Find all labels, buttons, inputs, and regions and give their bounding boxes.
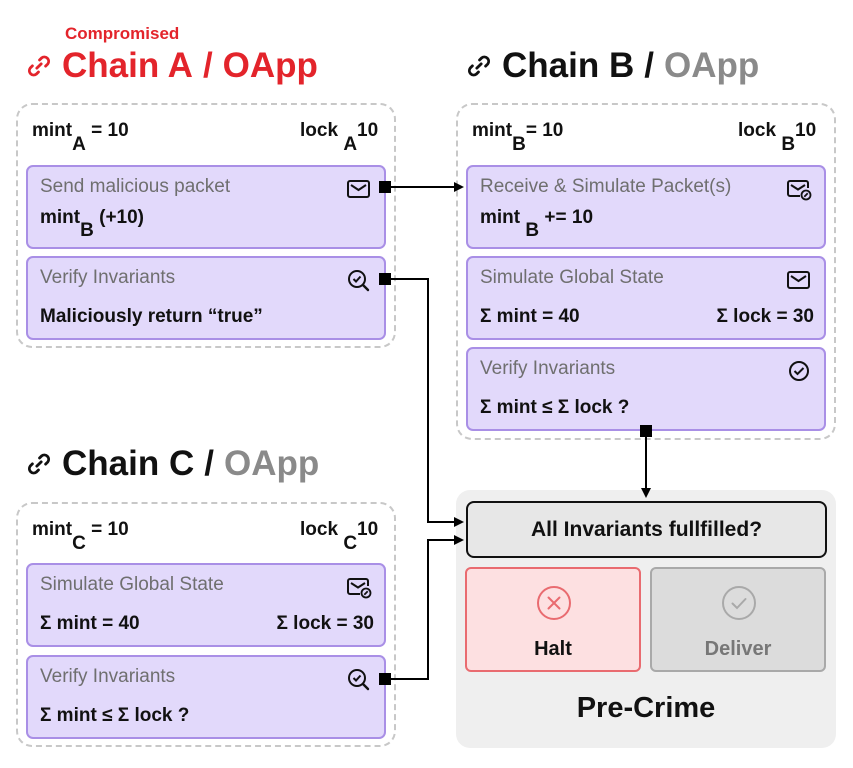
link-icon — [27, 453, 51, 475]
precrime-title: Pre-Crime — [576, 692, 716, 724]
card-title: Verify Invariants — [40, 267, 176, 288]
chain-b-mint: mintB= 10 — [472, 120, 564, 155]
chain-b-title: Chain B / OApp — [466, 46, 759, 86]
card-title: Receive & Simulate Packet(s) — [480, 176, 732, 197]
verify-invariants-card-c: Verify Invariants Σ mint ≤ Σ lock ? — [26, 655, 386, 739]
chain-a-name: Chain A — [62, 46, 193, 85]
chain-a-title: Chain A / OApp — [26, 46, 318, 86]
chain-c-box — [16, 502, 396, 747]
chain-c-mint: mintC = 10 — [32, 519, 129, 554]
card-body: Σ mint ≤ Σ lock ? — [40, 705, 190, 726]
chain-c-name: Chain C — [62, 444, 195, 483]
send-packet-card: Send malicious packet mintB (+10) — [26, 165, 386, 249]
card-body: Σ mint ≤ Σ lock ? — [480, 397, 630, 418]
deliver-label: Deliver — [704, 638, 772, 660]
deliver-button[interactable]: Deliver — [650, 567, 826, 672]
invariants-question-box: All Invariants fullfilled? — [466, 501, 827, 558]
mail-icon — [787, 271, 810, 289]
chain-b-oapp: OApp — [663, 46, 760, 85]
card-title: Verify Invariants — [40, 666, 176, 687]
mail-link-icon — [347, 578, 372, 599]
chain-a-sep: / — [202, 46, 213, 85]
mail-icon — [347, 180, 370, 198]
mail-link-icon — [787, 180, 812, 201]
chain-c-title: Chain C / OApp — [26, 444, 319, 484]
arrow-verify-c-to-question — [390, 535, 464, 680]
arrow-verify-a-to-question — [390, 278, 464, 527]
simulate-global-card-b: Simulate Global State Σ mint = 40 Σ lock… — [466, 256, 826, 340]
check-circle-icon — [789, 361, 809, 381]
connector-node — [640, 425, 652, 437]
card-body: mint B += 10 — [480, 207, 594, 241]
x-circle-icon — [537, 586, 571, 620]
chain-b-name: Chain B — [502, 46, 635, 85]
search-check-icon — [348, 669, 370, 691]
chain-b-sep: / — [644, 46, 654, 85]
chain-c-oapp: OApp — [223, 444, 320, 483]
search-check-icon — [348, 270, 370, 292]
connector-node — [379, 673, 391, 685]
halt-button[interactable]: Halt — [465, 567, 641, 672]
card-body: mintB (+10) — [40, 207, 145, 241]
chain-a-mint: mintA = 10 — [32, 120, 129, 155]
card-title: Simulate Global State — [40, 574, 224, 595]
halt-label: Halt — [534, 638, 572, 660]
chain-c-lock: lock C10 — [300, 519, 379, 554]
receive-simulate-card: Receive & Simulate Packet(s) mint B += 1… — [466, 165, 826, 249]
chain-a-oapp: OApp — [222, 46, 318, 85]
card-title: Verify Invariants — [480, 358, 616, 379]
card-title: Simulate Global State — [480, 267, 664, 288]
mint-sum: Σ mint = 40 — [40, 613, 140, 634]
link-icon — [27, 55, 51, 77]
verify-invariants-card-a: Verify Invariants Maliciously return “tr… — [26, 256, 386, 340]
check-circle-icon — [722, 586, 756, 620]
chain-a-lock: lock A10 — [300, 120, 379, 155]
chain-a-box — [16, 103, 396, 348]
lock-sum: Σ lock = 30 — [276, 613, 375, 634]
chain-b-lock: lock B10 — [738, 120, 817, 155]
chain-c-sep: / — [204, 444, 214, 483]
connector-node — [379, 273, 391, 285]
connector-node — [379, 181, 391, 193]
lock-sum: Σ lock = 30 — [716, 306, 815, 327]
card-title: Send malicious packet — [40, 176, 231, 197]
link-icon — [467, 55, 491, 77]
simulate-global-card-c: Simulate Global State Σ mint = 40 Σ lock… — [26, 563, 386, 647]
card-body: Maliciously return “true” — [40, 306, 263, 327]
compromised-label: Compromised — [65, 24, 180, 43]
mint-sum: Σ mint = 40 — [480, 306, 580, 327]
